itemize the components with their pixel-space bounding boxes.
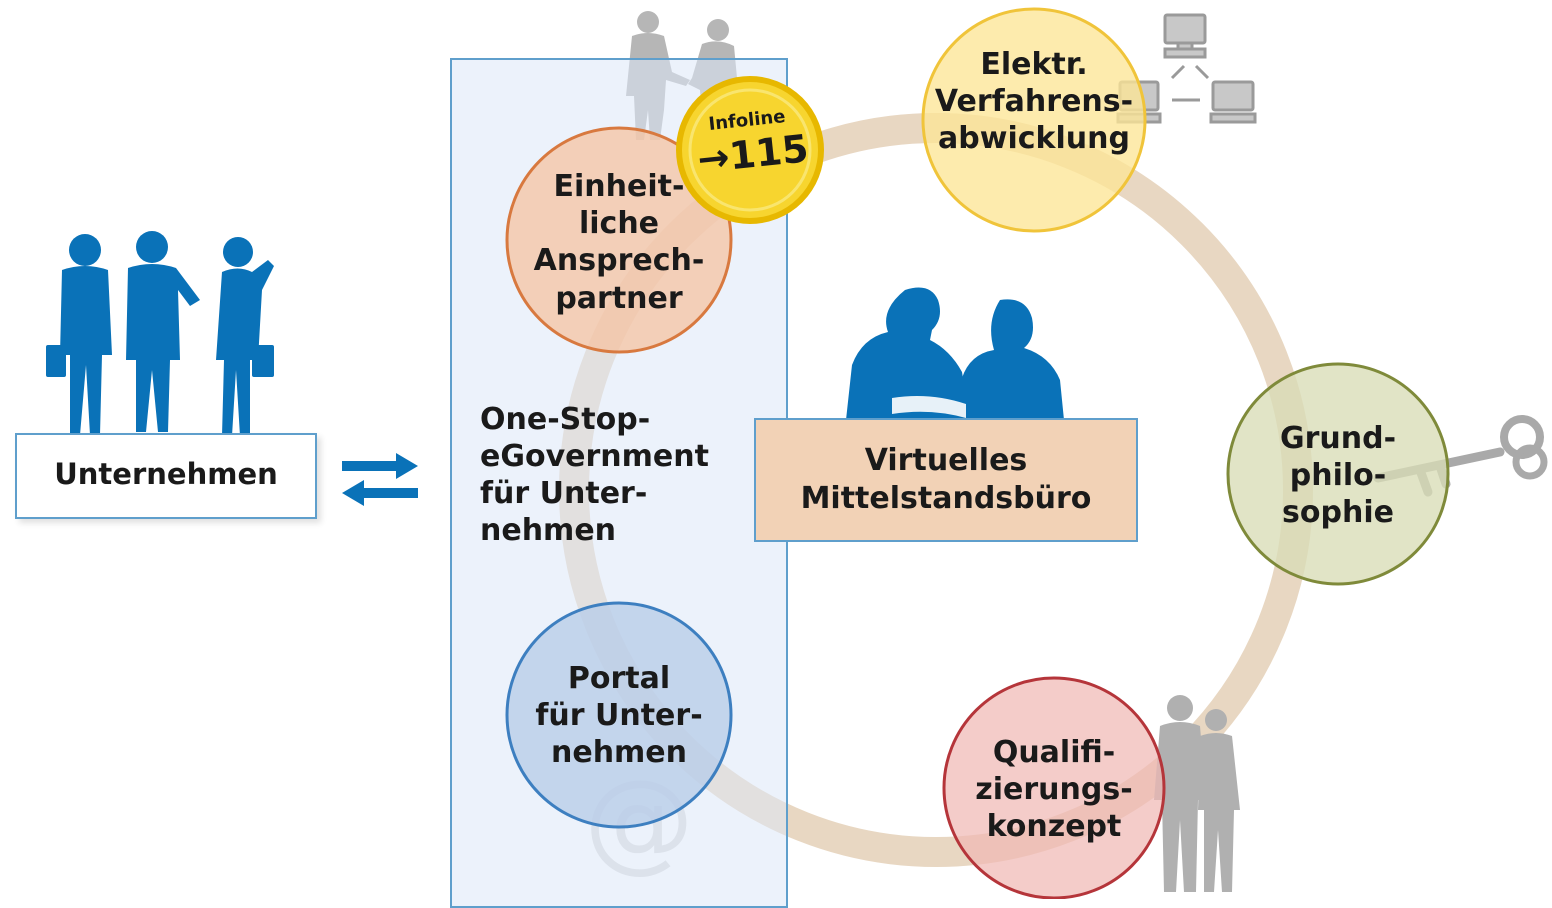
mittelstandsbuero-box: Virtuelles Mittelstandsbüro [754, 418, 1138, 542]
one-stop-line-2: eGovernment [480, 438, 709, 474]
one-stop-label: One-Stop- eGovernment für Unter- nehmen [480, 402, 709, 550]
grundphilosophie-label: Grund- philo- sophie [1279, 421, 1397, 531]
unternehmen-box: Unternehmen [15, 433, 317, 519]
qualifizierung-label: Qualifi- zierungs- konzept [975, 735, 1133, 845]
unternehmen-label: Unternehmen [54, 457, 278, 491]
couple-people-icon [1154, 695, 1240, 892]
one-stop-line-3: für Unter- [480, 475, 648, 511]
one-stop-line-4: nehmen [480, 512, 617, 548]
portal-label: Portal für Unter- nehmen [535, 661, 703, 771]
infoline-number: 115 [727, 126, 811, 179]
mittelstandsbuero-label: Virtuelles Mittelstandsbüro [800, 443, 1092, 517]
exchange-arrows-icon [342, 453, 418, 506]
business-people-icon [46, 231, 274, 436]
ansprechpartner-label: Einheit- liche Ansprech- partner [533, 169, 705, 316]
verfahren-label: Elektr. Verfahrens- abwicklung [934, 47, 1134, 157]
one-stop-line-1: One-Stop- [480, 402, 651, 437]
